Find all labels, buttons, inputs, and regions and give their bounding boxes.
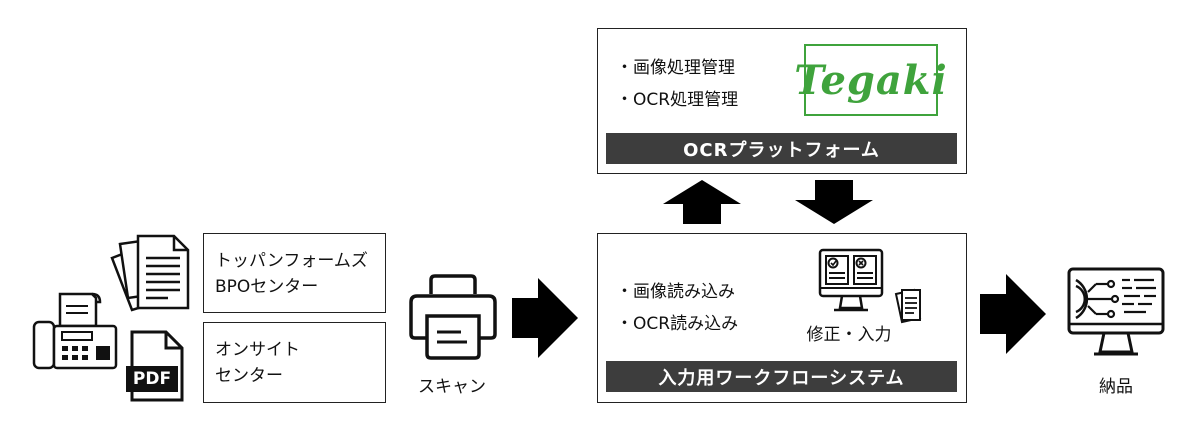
arrow-up-icon bbox=[663, 180, 741, 224]
source-center-box-2: オンサイト センター bbox=[203, 322, 386, 403]
workflow-item-2: ・OCR読み込み bbox=[616, 314, 739, 334]
correction-label: 修正・入力 bbox=[806, 325, 892, 345]
workflow-title-bar: 入力用ワークフローシステム bbox=[606, 361, 957, 392]
scan-label: スキャン bbox=[418, 377, 486, 397]
workflow-system-box: ・画像読み込み ・OCR読み込み 修正・入力 入力用ワークフローシステム bbox=[597, 233, 967, 403]
documents-icon bbox=[110, 234, 190, 312]
workflow-item-1: ・画像読み込み bbox=[616, 282, 735, 302]
pdf-file-icon bbox=[126, 330, 184, 402]
arrow-right-icon bbox=[980, 274, 1046, 354]
delivery-label: 納品 bbox=[1099, 377, 1133, 397]
fax-machine-icon bbox=[32, 292, 118, 370]
arrow-right-icon bbox=[512, 278, 578, 358]
tegaki-logo: Tegaki bbox=[794, 44, 947, 116]
ocr-platform-box: ・画像処理管理 ・OCR処理管理 Tegaki OCRプラットフォーム bbox=[597, 28, 967, 174]
ocr-platform-title-bar: OCRプラットフォーム bbox=[606, 133, 957, 164]
arrow-down-icon bbox=[795, 180, 873, 224]
source-center-1-label: トッパンフォームズ BPOセンター bbox=[215, 251, 368, 297]
scanner-icon bbox=[409, 274, 497, 360]
pdf-label: PDF bbox=[132, 369, 172, 389]
correction-monitor-icon bbox=[818, 248, 922, 324]
ocr-platform-item-1: ・画像処理管理 bbox=[616, 58, 735, 78]
delivery-monitor-icon bbox=[1067, 267, 1165, 356]
ocr-platform-item-2: ・OCR処理管理 bbox=[616, 90, 739, 110]
source-center-2-label: オンサイト センター bbox=[215, 340, 300, 386]
source-center-box-1: トッパンフォームズ BPOセンター bbox=[203, 233, 386, 313]
tegaki-logo-text: Tegaki bbox=[794, 56, 948, 104]
